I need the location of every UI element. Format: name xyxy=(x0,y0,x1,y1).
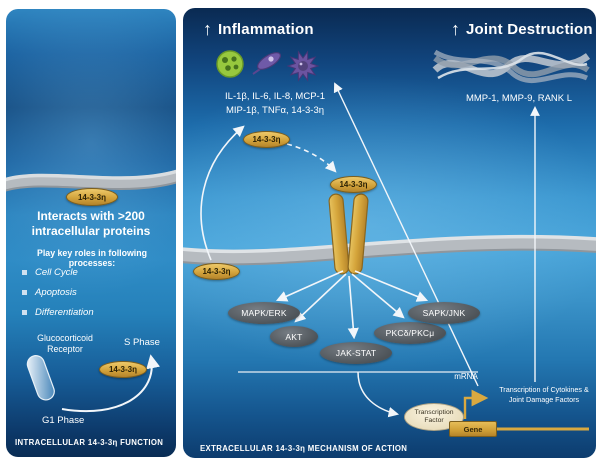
mrna-transcription-arrow xyxy=(463,389,489,419)
intracellular-subhead: Play key roles in following processes: xyxy=(37,248,147,268)
extracellular-footer: EXTRACELLULAR 14-3-3η MECHANISM OF ACTIO… xyxy=(200,444,408,453)
extracellular-graphics xyxy=(183,49,596,431)
inflammation-title: Inflammation xyxy=(218,20,314,38)
intracellular-panel: 14-3-3η Interacts with >200 intracellula… xyxy=(6,9,176,457)
signaling-oval-jak-stat: JAK-STAT xyxy=(320,342,392,364)
green-cell-icon xyxy=(216,50,244,78)
signaling-arrows xyxy=(275,270,429,340)
cell-cycle-arrow xyxy=(61,354,160,413)
protein-oval-receptor-bound: 14-3-3η xyxy=(330,176,377,193)
protein-oval-cell-cycle: 14-3-3η xyxy=(99,361,147,378)
s-phase-label: S Phase xyxy=(124,337,160,348)
process-item-differentiation: Differentiation xyxy=(22,307,94,318)
intracellular-headline: Interacts with >200 intracellular protei… xyxy=(31,209,151,238)
signaling-oval-akt: AKT xyxy=(270,326,318,347)
cell-membrane-right xyxy=(183,234,596,266)
cytokines-line-1: IL-1β, IL-6, IL-8, MCP-1 xyxy=(225,91,325,102)
signaling-oval-pkc: PKCδ/PKCμ xyxy=(374,322,446,344)
bullet-square-icon xyxy=(22,270,27,275)
joint-destruction-heading: ↑ Joint Destruction xyxy=(451,20,593,38)
gene-box: Gene xyxy=(449,421,497,437)
bullet-square-icon xyxy=(22,290,27,295)
process-label: Apoptosis xyxy=(35,287,77,298)
intracellular-footer: INTRACELLULAR 14-3-3η FUNCTION xyxy=(15,438,164,447)
extracellular-ligand-arrow xyxy=(200,125,245,261)
signaling-oval-sapk-jnk: SAPK/JNK xyxy=(408,302,480,324)
spindle-cell-icon xyxy=(252,52,282,75)
bullet-square-icon xyxy=(22,310,27,315)
process-label: Cell Cycle xyxy=(35,267,78,278)
cytokines-line-2: MIP-1β, TNFα, 14-3-3η xyxy=(225,104,325,116)
starburst-cell-icon xyxy=(286,50,320,82)
inflammation-heading: ↑ Inflammation xyxy=(203,20,314,38)
extracellular-panel: ↑ Inflammation ↑ Joint Destruction IL-1β… xyxy=(183,8,596,458)
feedback-to-inflammation-arrow xyxy=(333,82,479,387)
up-arrow-icon: ↑ xyxy=(203,19,212,39)
glucocorticoid-receptor-label: Glucocorticoid Receptor xyxy=(37,333,93,354)
process-label: Differentiation xyxy=(35,307,94,318)
glucocorticoid-receptor-shape xyxy=(26,355,55,401)
protein-oval-extracellular: 14-3-3η xyxy=(193,263,240,280)
process-item-apoptosis: Apoptosis xyxy=(22,287,77,298)
collagen-fibers-icon xyxy=(432,49,591,84)
intracellular-graphics xyxy=(6,169,176,413)
protein-oval-membrane: 14-3-3η xyxy=(66,188,118,206)
up-arrow-icon: ↑ xyxy=(451,19,460,39)
ligand-binding-dashed-arrow xyxy=(286,143,337,173)
receptor xyxy=(328,193,369,275)
process-item-cell-cycle: Cell Cycle xyxy=(22,267,78,278)
transcription-factor-oval: Transcription Factor xyxy=(404,403,464,431)
mrna-label: mRNA xyxy=(454,372,478,381)
joint-destruction-title: Joint Destruction xyxy=(466,20,593,38)
joint-factors-label: MMP-1, MMP-9, RANK L xyxy=(465,93,573,104)
cytokines-list: IL-1β, IL-6, IL-8, MCP-1 MIP-1β, TNFα, 1… xyxy=(201,90,349,118)
signaling-oval-mapk-erk: MAPK/ERK xyxy=(228,302,300,324)
transcription-note: Transcription of Cytokines & Joint Damag… xyxy=(499,385,589,405)
g1-phase-label: G1 Phase xyxy=(42,415,85,426)
to-transcription-factor-arrow xyxy=(357,371,400,418)
protein-oval-upper: 14-3-3η xyxy=(243,131,290,148)
